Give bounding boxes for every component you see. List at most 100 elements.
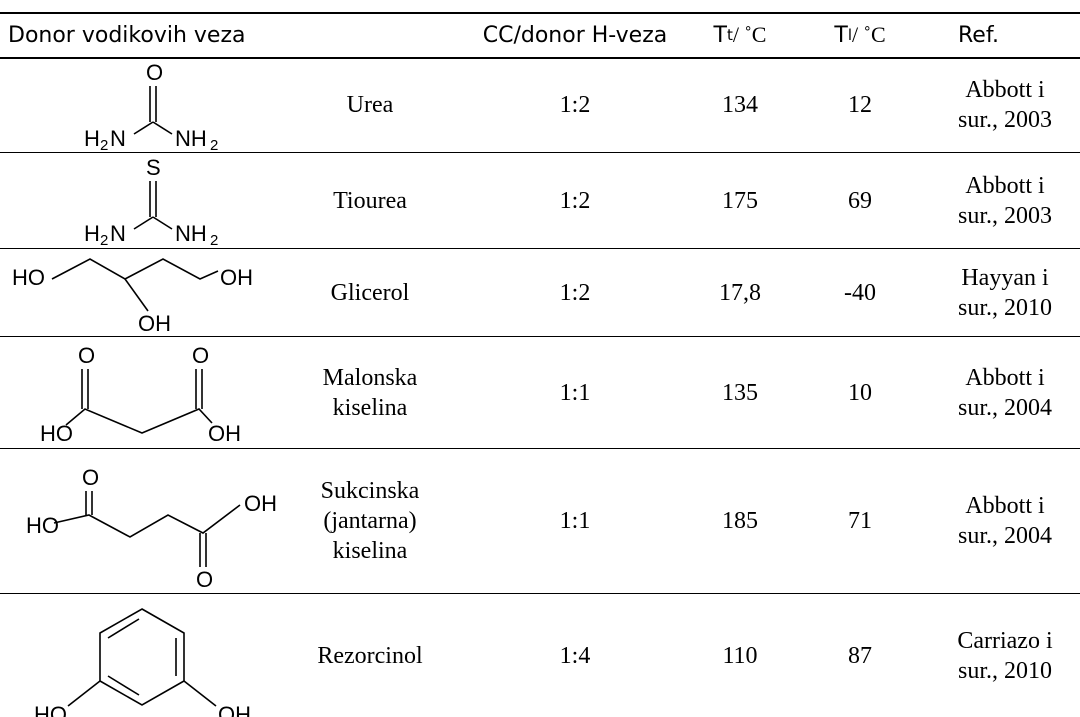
atom-label: N	[110, 221, 126, 246]
atom-label: 2	[210, 137, 218, 154]
ref-line: Abbott i	[965, 77, 1045, 103]
structure-rezorcinol: HO OH	[0, 594, 300, 717]
cell-ref: Abbott i sur., 2003	[930, 153, 1080, 248]
cell-ref: Carriazo i sur., 2010	[930, 594, 1080, 717]
ref-line: sur., 2004	[957, 523, 1052, 549]
cell-liquid: 71	[848, 508, 872, 534]
atom-label: HO	[34, 702, 67, 717]
atom-label: HO	[12, 265, 45, 290]
row-rule	[0, 593, 1080, 594]
atom-label: 2	[100, 232, 108, 249]
structure-sukcinska: O OH HO O	[0, 449, 300, 593]
atom-label: HO	[40, 421, 73, 446]
name-line: kiselina	[332, 538, 408, 564]
header-melting-sub: t	[726, 26, 733, 44]
ref-line: Abbott i	[965, 493, 1045, 519]
atom-label: O	[196, 567, 213, 592]
atom-label: 2	[210, 232, 218, 249]
header-melting-t: T	[713, 22, 727, 48]
cell-name: Sukcinska(jantarna)kiselina	[300, 449, 440, 593]
atom-label: O	[192, 343, 209, 368]
atom-label: H	[84, 221, 100, 246]
cell-ratio: 1:2	[559, 187, 591, 214]
cell-ref: Abbott i sur., 2004	[930, 337, 1080, 448]
atom-label: S	[146, 155, 161, 180]
atom-label: N	[110, 126, 126, 151]
ref-line: sur., 2010	[957, 294, 1052, 321]
atom-label: OH	[208, 421, 241, 446]
cell-name: Rezorcinol	[300, 594, 440, 717]
header-rule	[0, 57, 1080, 59]
header-donor: Donor vodikovih veza	[8, 22, 246, 48]
table-row: S H 2 N NH 2 Tiourea 1:2 175 69 Abbott i…	[0, 153, 1080, 249]
structure-glicerol: HO OH OH	[0, 249, 300, 336]
ref-line: sur., 2003	[957, 202, 1052, 229]
cell-liquid: 12	[848, 92, 872, 118]
ref-line: sur., 2010	[957, 657, 1052, 684]
name-line: Malonska	[322, 364, 418, 391]
atom-label: O	[146, 60, 163, 85]
header-liquid-sub: l	[847, 26, 852, 44]
atom-label: O	[78, 343, 95, 368]
cell-melting: 134	[722, 92, 758, 118]
cell-ref: Hayyan i sur., 2010	[930, 249, 1080, 336]
top-rule	[0, 12, 1080, 14]
structure-malonska: O O HO OH	[0, 337, 300, 448]
name-line: Urea	[346, 92, 394, 118]
ref-line: Carriazo i	[957, 627, 1053, 654]
cell-melting: 175	[722, 187, 758, 214]
cell-ratio: 1:1	[559, 379, 591, 406]
header-liquid-t: T	[834, 22, 848, 48]
cell-ref: Abbott i sur., 2004	[930, 449, 1080, 593]
cell-melting: 17,8	[719, 279, 761, 306]
structure-tiourea: S H 2 N NH 2	[0, 153, 300, 249]
row-rule	[0, 336, 1080, 337]
cell-name: Urea	[300, 58, 440, 152]
atom-label: H	[84, 126, 100, 151]
ref-line: Abbott i	[965, 364, 1045, 391]
header-ref: Ref.	[958, 22, 999, 48]
row-rule	[0, 248, 1080, 249]
cell-ref: Abbott i sur., 2003	[930, 58, 1080, 152]
atom-label: O	[82, 465, 99, 490]
atom-label: HO	[26, 513, 59, 538]
cell-liquid: -40	[844, 279, 876, 306]
header-ratio: CC/donor H-veza	[482, 22, 668, 48]
cell-liquid: 87	[848, 642, 872, 669]
atom-label: OH	[218, 702, 251, 717]
name-line: Sukcinska	[320, 478, 420, 504]
cell-name: Tiourea	[300, 153, 440, 248]
ref-line: sur., 2004	[957, 394, 1052, 421]
atom-label: OH	[220, 265, 253, 290]
ref-line: Hayyan i	[961, 264, 1049, 291]
cell-ratio: 1:4	[559, 642, 591, 669]
cell-liquid: 69	[848, 187, 872, 214]
table-row: O OH HO O Sukcinska(jantarna)kiselina 1:…	[0, 449, 1080, 593]
cell-ratio: 1:2	[559, 279, 591, 306]
ref-line: sur., 2003	[957, 107, 1052, 133]
ref-line: Abbott i	[965, 172, 1045, 199]
atom-label: OH	[244, 491, 277, 516]
cell-melting: 110	[722, 642, 758, 669]
name-line: Rezorcinol	[317, 642, 423, 669]
row-rule	[0, 448, 1080, 449]
header-liquid-unit: / ˚C	[852, 22, 886, 47]
table-row: HO OH Rezorcinol 1:4 110 87 Carriazo i su…	[0, 594, 1080, 717]
atom-label: 2	[100, 137, 108, 154]
atom-label: NH	[175, 126, 207, 151]
header-melting-unit: / ˚C	[732, 22, 767, 47]
cell-liquid: 10	[848, 379, 872, 406]
cell-ratio: 1:1	[559, 508, 591, 534]
row-rule	[0, 152, 1080, 153]
name-line: Tiourea	[333, 187, 407, 214]
atom-label: OH	[138, 311, 171, 336]
cell-melting: 185	[722, 508, 758, 534]
atom-label: NH	[175, 221, 207, 246]
